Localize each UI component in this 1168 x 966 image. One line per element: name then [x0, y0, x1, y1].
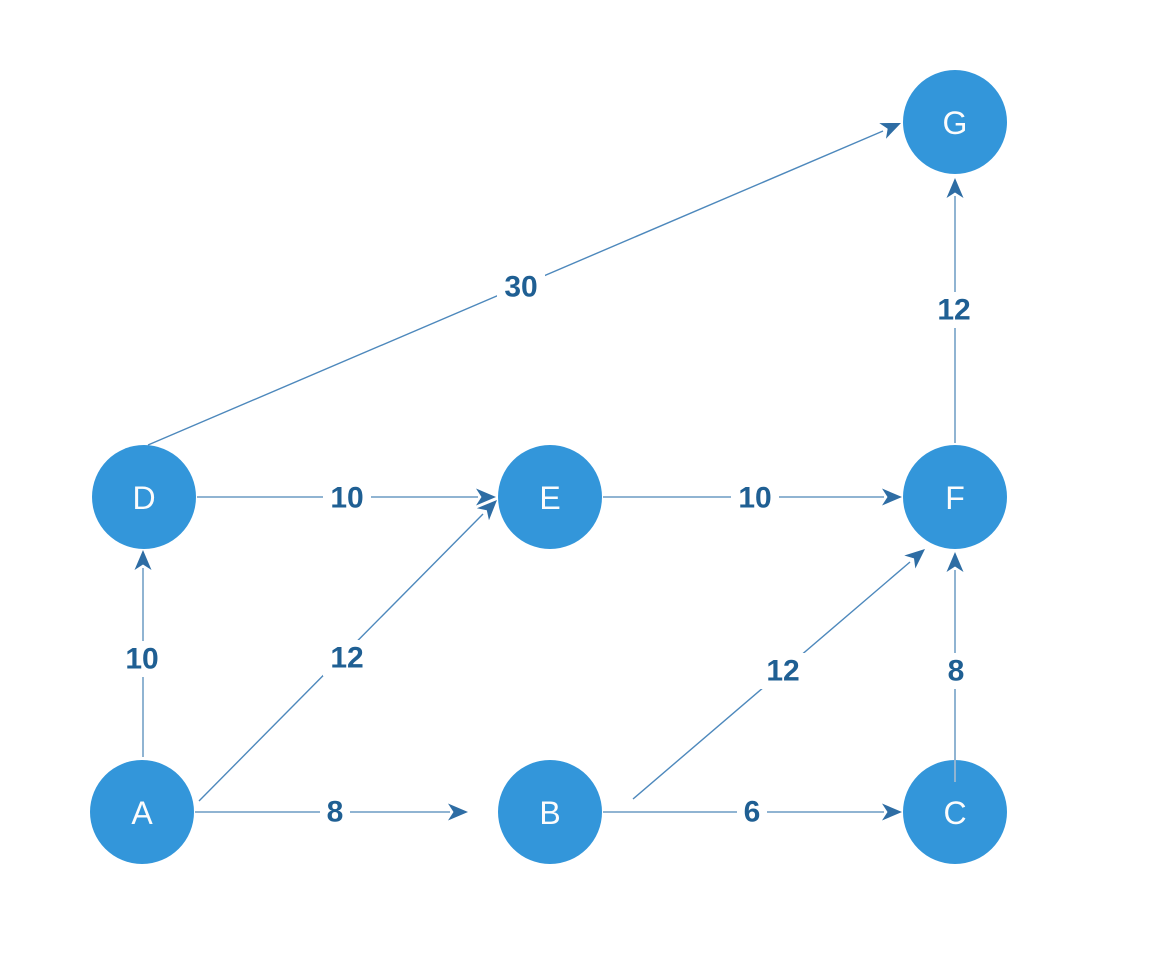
arrowhead-d-g-icon: [879, 123, 901, 139]
node-d: [92, 445, 196, 549]
node-a: [90, 760, 194, 864]
edge-weight-bg-f-g: [930, 292, 978, 328]
arrowhead-e-f-icon: [882, 488, 902, 506]
node-label-f: F: [945, 480, 965, 516]
arrowhead-c-f-icon: [946, 552, 964, 572]
edge-weight-bg-a-d: [118, 641, 166, 677]
edge-weight-bg-d-g: [497, 269, 545, 305]
node-e: [498, 445, 602, 549]
edge-weight-a-d: 10: [125, 643, 158, 676]
edge-weight-bg-e-f: [731, 480, 779, 516]
node-label-b: B: [539, 795, 560, 831]
node-label-c: C: [943, 795, 966, 831]
node-label-d: D: [132, 480, 155, 516]
edge-weight-bg-b-f: [759, 653, 807, 689]
edge-weight-bg-a-e: [323, 640, 371, 676]
node-c: [903, 760, 1007, 864]
node-label-e: E: [539, 480, 560, 516]
edge-weight-e-f: 10: [738, 482, 771, 515]
arrowhead-b-f-icon: [904, 549, 925, 569]
node-label-g: G: [943, 105, 968, 141]
edge-weight-bg-c-f: [941, 653, 971, 689]
edge-weight-bg-b-c: [737, 794, 767, 830]
arrowhead-f-g-icon: [946, 178, 964, 198]
edge-weight-b-f: 12: [766, 655, 799, 688]
edge-weight-f-g: 12: [937, 294, 970, 327]
node-g: [903, 70, 1007, 174]
edge-weight-a-e: 12: [330, 642, 363, 675]
edge-weight-bg-a-b: [320, 794, 350, 830]
edge-weight-b-c: 6: [744, 796, 761, 829]
arrowhead-a-b-icon: [448, 803, 468, 821]
edge-weight-a-b: 8: [327, 796, 344, 829]
node-label-a: A: [131, 795, 153, 831]
arrowhead-d-e-icon: [476, 488, 496, 506]
edge-weight-c-f: 8: [948, 655, 965, 688]
arrowhead-a-d-icon: [134, 550, 152, 570]
edge-weight-d-e: 10: [330, 482, 363, 515]
edge-weight-bg-d-e: [323, 480, 371, 516]
arrowhead-b-c-icon: [882, 803, 902, 821]
edge-weight-d-g: 30: [504, 271, 537, 304]
arrowhead-a-e-icon: [476, 500, 497, 521]
node-f: [903, 445, 1007, 549]
node-b: [498, 760, 602, 864]
